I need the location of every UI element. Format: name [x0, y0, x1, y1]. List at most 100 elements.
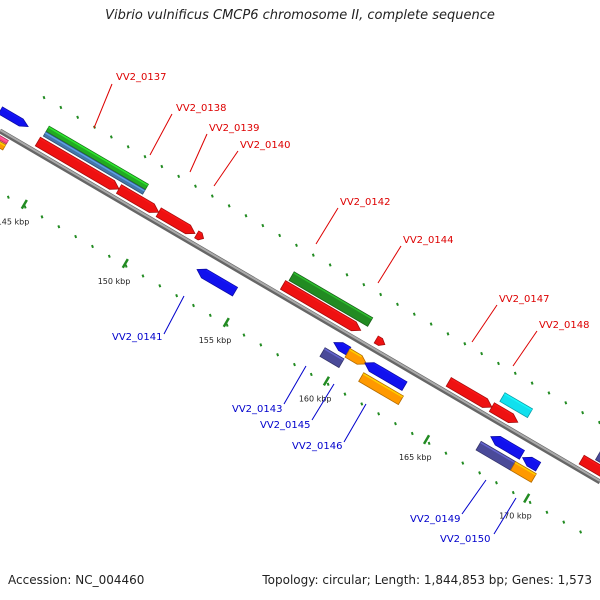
tick-outer	[497, 361, 500, 366]
tick-inner	[259, 343, 263, 347]
label-vv2-0150: VV2_0150	[440, 534, 491, 545]
tick-outer	[530, 381, 534, 385]
tick-inner	[74, 234, 78, 239]
label-vv2-0140: VV2_0140	[240, 140, 291, 151]
tick-inner	[91, 244, 94, 249]
tick-outer	[547, 391, 551, 395]
gene-vv2-0149-highlight	[480, 441, 516, 464]
tick-outer	[412, 312, 416, 316]
tick-outer	[126, 145, 130, 149]
gene-red-right	[578, 454, 600, 477]
gene-vv2-0149-blue-highlight	[499, 436, 525, 453]
tick-inner	[225, 323, 229, 327]
gene-green-bar	[45, 125, 149, 190]
tick-inner	[6, 195, 10, 199]
tick-major	[222, 317, 230, 328]
tick-inner	[23, 205, 27, 209]
tick-outer	[160, 164, 164, 169]
label-vv2-0143: VV2_0143	[232, 404, 283, 415]
tick-outer	[463, 342, 467, 346]
gene-vv2-0147b	[488, 402, 519, 423]
gene-vv2-0150-highlight	[514, 461, 537, 476]
tick-inner	[410, 431, 414, 436]
tick-outer	[143, 154, 147, 159]
tick-major	[523, 493, 531, 504]
gene-vv2-0144	[373, 335, 386, 346]
tick-inner	[141, 274, 145, 278]
tick-inner	[427, 441, 431, 446]
tick-inner	[545, 510, 549, 514]
tick-outer	[194, 184, 197, 188]
gene-vv2-0147b-highlight	[493, 403, 514, 416]
tick-inner	[394, 421, 397, 426]
tick-outer	[109, 135, 113, 139]
tick-inner	[57, 225, 61, 229]
gene-vv2-0142	[288, 271, 374, 327]
tick-inner	[175, 293, 179, 298]
tick-inner	[326, 382, 330, 386]
label-vv2-0139-leader	[189, 133, 208, 173]
label-vv2-0137: VV2_0137	[116, 72, 167, 83]
tick-outer	[429, 322, 433, 326]
gene-vv2-0143	[319, 347, 345, 369]
gene-vv2-0137-highlight	[39, 137, 115, 183]
tick-outer	[446, 332, 450, 336]
tick-major	[121, 258, 129, 269]
gene-vv2-0142-cds-highlight	[284, 281, 357, 324]
tick-inner	[208, 313, 212, 318]
tick-inner	[360, 402, 364, 406]
tick-inner	[276, 353, 280, 357]
tick-outer	[379, 292, 383, 297]
gene-green-bar-highlight	[48, 126, 149, 186]
tick-outer	[177, 174, 181, 179]
tick-inner	[562, 520, 566, 524]
topology-text: Topology: circular; Length: 1,844,853 bp…	[262, 573, 592, 587]
kbp-label-5: 170 kbp	[499, 512, 532, 521]
tick-inner	[461, 461, 465, 465]
gene-vv2-0146	[358, 372, 404, 406]
tick-outer	[362, 282, 366, 287]
tick-outer	[59, 105, 63, 110]
tick-inner	[40, 215, 44, 219]
tick-inner	[343, 392, 347, 396]
gene-vv2-0145	[344, 347, 368, 365]
label-vv2-0140-leader	[213, 150, 239, 187]
gene-vv2-0146-highlight	[362, 373, 404, 398]
gene-vv2-0149-blue	[490, 435, 525, 460]
gene-vv2-0144-highlight	[377, 336, 383, 341]
tick-inner	[242, 333, 246, 337]
label-vv2-0144-leader	[377, 245, 402, 284]
tick-major	[422, 434, 431, 445]
tick-outer	[328, 263, 332, 267]
tick-inner	[107, 254, 111, 258]
label-vv2-0138-leader	[149, 113, 173, 156]
label-vv2-0146: VV2_0146	[292, 441, 343, 452]
gene-vv2-0148	[499, 392, 534, 419]
accession-text: Accession: NC_004460	[8, 573, 145, 587]
tick-outer	[210, 194, 214, 198]
label-vv2-0148: VV2_0148	[539, 320, 590, 331]
tick-inner	[528, 500, 532, 505]
gene-vv2-0139-highlight	[160, 208, 191, 227]
label-vv2-0146-leader	[343, 403, 367, 443]
label-vv2-0141: VV2_0141	[112, 332, 163, 343]
tick-inner	[511, 490, 515, 495]
label-vv2-0138: VV2_0138	[176, 103, 227, 114]
tick-inner	[158, 284, 162, 288]
tick-inner	[495, 481, 498, 485]
gene-vv2-0145-highlight	[349, 348, 362, 358]
gene-vv2-0142-highlight	[293, 272, 373, 320]
kbp-label-4: 165 kbp	[399, 453, 432, 462]
tick-outer	[513, 371, 517, 375]
tick-inner	[478, 471, 482, 475]
tick-outer	[581, 410, 585, 415]
gene-vv2-0137	[34, 136, 120, 190]
label-vv2-0142-leader	[315, 207, 339, 245]
tick-inner	[579, 530, 583, 534]
label-vv2-0148-leader	[512, 330, 538, 367]
gene-vv2-0138-highlight	[120, 185, 155, 206]
label-vv2-0149-leader	[461, 479, 487, 515]
label-vv2-0142: VV2_0142	[340, 197, 391, 208]
tick-inner	[192, 303, 195, 308]
